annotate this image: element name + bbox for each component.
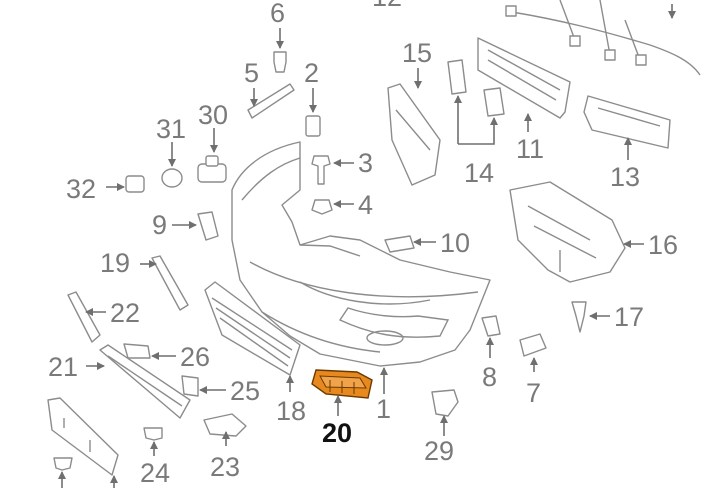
label-4: 4	[358, 190, 373, 220]
screw-24	[143, 427, 163, 441]
reinforcement-13	[583, 95, 671, 149]
bumper-cover	[231, 141, 491, 367]
label-9: 9	[152, 210, 167, 240]
bracket-20-highlighted[interactable]	[311, 369, 373, 399]
label-20: 20	[322, 418, 352, 448]
clip-17	[571, 301, 587, 333]
label-5: 5	[244, 58, 259, 88]
clip-14b	[483, 87, 505, 117]
leader-lines	[58, 4, 676, 488]
wiring-harness	[505, 0, 701, 76]
label-18: 18	[276, 396, 306, 426]
label-3: 3	[358, 148, 373, 178]
label-12: 12	[372, 0, 402, 12]
nut-4	[311, 199, 333, 215]
label-8: 8	[482, 362, 497, 392]
sensor-30	[197, 155, 227, 183]
bolt-3	[311, 155, 331, 185]
label-1: 1	[376, 394, 391, 424]
grille-18	[204, 281, 301, 376]
label-13: 13	[610, 162, 640, 192]
cap-23	[203, 413, 247, 437]
clip-6	[273, 51, 287, 73]
clip-26	[123, 343, 151, 359]
label-6: 6	[270, 0, 285, 28]
absorber-11	[477, 37, 571, 119]
ring-31	[161, 168, 183, 188]
clip-9	[197, 211, 219, 241]
sensor-32	[125, 175, 145, 193]
label-10: 10	[440, 228, 470, 258]
label-7: 7	[526, 378, 541, 408]
label-31: 31	[156, 114, 186, 144]
label-32: 32	[66, 174, 96, 204]
fog-cover-22	[67, 291, 101, 343]
support-16	[509, 181, 626, 283]
clip-10	[384, 235, 415, 253]
label-15: 15	[402, 38, 432, 68]
bulb-29	[431, 389, 459, 417]
strip-19	[151, 255, 189, 311]
label-24: 24	[140, 458, 170, 488]
label-21: 21	[48, 352, 78, 382]
strip-5	[247, 83, 295, 119]
label-22: 22	[110, 298, 140, 328]
label-2: 2	[304, 58, 319, 88]
label-25: 25	[230, 376, 260, 406]
screw-8	[481, 315, 501, 337]
grille-21	[99, 344, 191, 419]
cover-7	[519, 333, 547, 357]
label-26: 26	[180, 342, 210, 372]
label-16: 16	[648, 230, 678, 260]
label-29: 29	[424, 436, 454, 466]
bolt-2	[305, 115, 321, 137]
bracket-25	[181, 375, 199, 397]
callout-labels: 6 12 5 2 3 4 30 31 32 9 10 15 14 11 13 1…	[48, 0, 678, 488]
license-plate-bracket	[47, 397, 119, 476]
clip-14a	[447, 59, 467, 95]
bracket-15	[387, 83, 441, 186]
label-11: 11	[516, 134, 544, 164]
label-17: 17	[614, 302, 644, 332]
label-19: 19	[100, 248, 130, 278]
label-30: 30	[198, 100, 228, 130]
label-23: 23	[210, 452, 240, 482]
label-14: 14	[464, 158, 494, 188]
screw-bottom-left	[53, 457, 73, 471]
